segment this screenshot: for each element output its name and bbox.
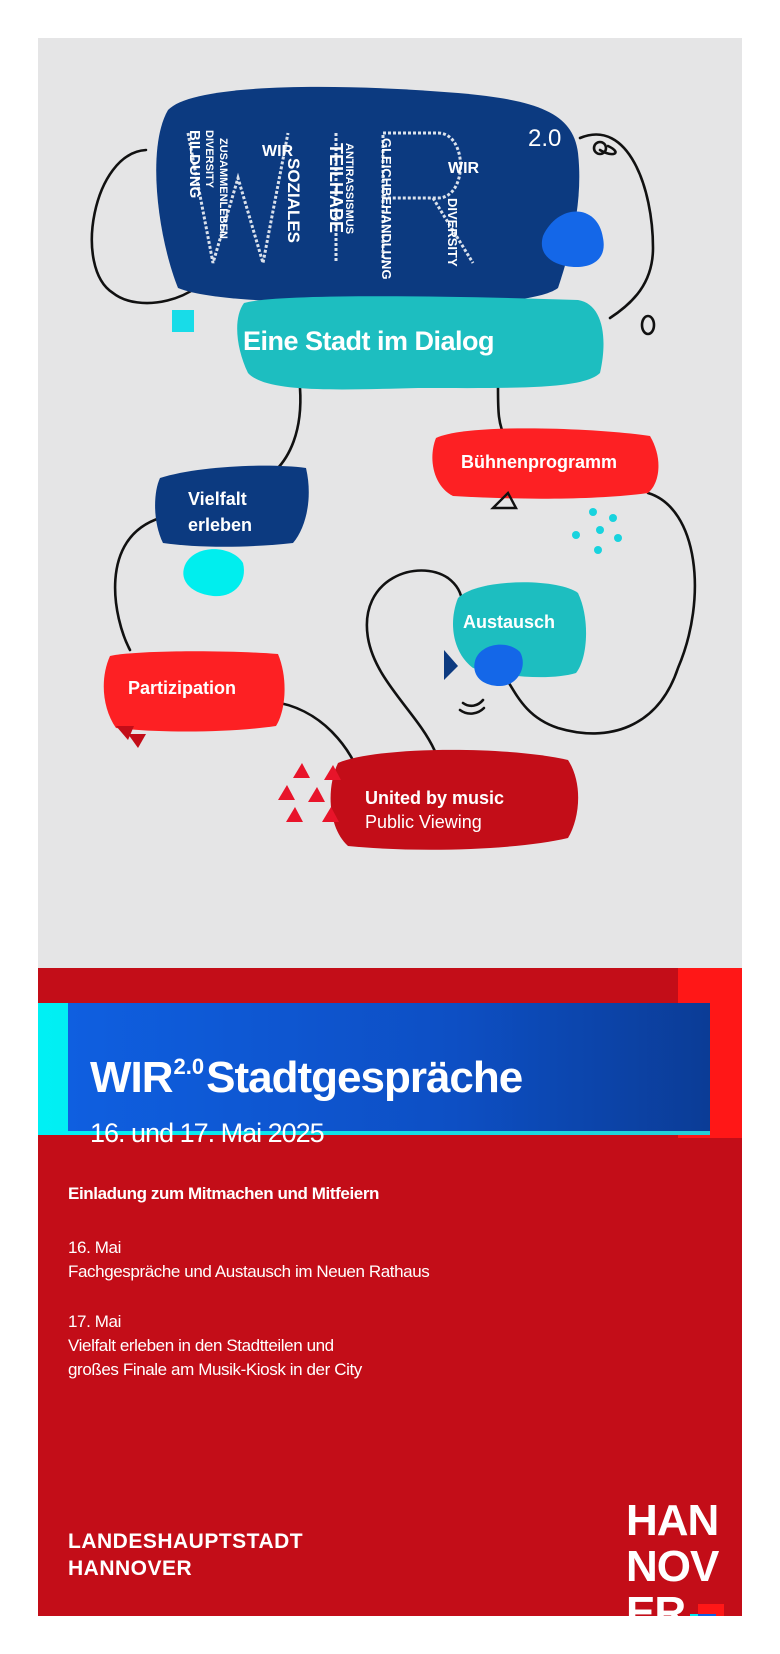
dialog-bubble-shape (237, 296, 604, 390)
cyan-square (172, 310, 194, 332)
word-zusammenleben: ZUSAMMENLEBEN (217, 138, 229, 239)
day1-date: 16. Mai (68, 1238, 121, 1257)
connector-lines (90, 133, 697, 800)
music-bubble-shape (330, 749, 579, 850)
word-diversity-2: DIVERSITY (445, 198, 460, 267)
line-right-top (578, 133, 655, 320)
diversity-bubble-label: Vielfalt erleben (188, 486, 252, 538)
banner-title-rest: Stadtgespräche (206, 1053, 523, 1102)
triangle (278, 785, 295, 800)
word-soziales: SOZIALES (284, 158, 303, 243)
exchange-blue-blob (474, 644, 523, 686)
stage-bubble-tail (490, 491, 518, 510)
participation-bubble-label: Partizipation (128, 678, 237, 698)
dot (614, 534, 622, 542)
logo-row-3: ER (626, 1588, 686, 1617)
invitation-text: Einladung zum Mitmachen und Mitfeiern (68, 1184, 380, 1203)
cyan-blob (183, 549, 244, 597)
blue-blob (541, 211, 604, 268)
diversity-bubble-shape (155, 465, 309, 547)
banner-title: WIR2.0Stadtgespräche (90, 1053, 523, 1103)
logo-square-red (698, 1604, 724, 1616)
stage-bubble-shape (432, 428, 659, 499)
dot (594, 546, 602, 554)
banner-dates: 16. und 17. Mai 2025 (90, 1118, 325, 1148)
day2-date: 17. Mai (68, 1312, 121, 1331)
city-brand-line2: HANNOVER (68, 1557, 193, 1580)
line-tick-2 (458, 706, 486, 715)
music-label-line1: United by music (365, 788, 505, 808)
line-dot-ring (592, 140, 608, 156)
day1-description: Fachgespräche und Austausch im Neuen Rat… (68, 1262, 430, 1281)
participation-bubble-tail (116, 726, 146, 748)
word-antirassismus: ANTIRASSISMUS (343, 143, 355, 234)
participation-bubble-shape (103, 651, 285, 732)
tail-tri (128, 734, 146, 748)
line-diversity-to-participation (113, 516, 162, 652)
dot (589, 508, 597, 516)
wir-letter-outlines (186, 131, 475, 264)
day2-description-line2: großes Finale am Musik-Kiosk in der City (68, 1360, 362, 1379)
line-tick-1 (461, 698, 485, 708)
hannover-logo: HAN NOV ER (626, 1498, 738, 1616)
city-brand-line1: LANDESHAUPTSTADT (68, 1530, 304, 1553)
wir-cloud-shape (156, 86, 580, 305)
logo-row-2: NOV (626, 1542, 719, 1591)
logo-row-1: HAN (626, 1496, 719, 1545)
letter-r-outline (381, 131, 475, 264)
word-gleichbehandlung: GLEICHBEHANDLUNG (379, 138, 394, 280)
city-brand: LANDESHAUPTSTADT HANNOVER (68, 1528, 303, 1582)
line-dialog-to-diversity (274, 386, 302, 472)
banner-title-main: WIR (90, 1053, 174, 1102)
dialog-bubble-label: Eine Stadt im Dialog (243, 326, 495, 356)
word-wir-small-2: WIR (448, 160, 480, 177)
line-left-loop (90, 148, 220, 305)
letter-w-outline (186, 132, 290, 264)
line-ring (640, 314, 656, 336)
music-label-line2: Public Viewing (365, 812, 482, 832)
diversity-label-line2: erleben (188, 515, 253, 535)
banner-title-sup: 2.0 (173, 1054, 205, 1079)
tail-tri (116, 726, 134, 740)
line-music-loop (365, 569, 464, 800)
exchange-bubble-label: Austausch (463, 612, 556, 632)
day2-description-line1: Vielfalt erleben in den Stadtteilen und (68, 1336, 334, 1355)
triangle (322, 807, 339, 822)
logo-square-mark (690, 1604, 724, 1616)
dot (572, 531, 580, 539)
music-bubble-label: United by music Public Viewing (365, 786, 504, 834)
dot (609, 514, 617, 522)
triangle (324, 765, 341, 780)
banner-blue-band (68, 1003, 710, 1131)
illustration: BILDUNG DIVERSITY ZUSAMMENLEBEN WIR SOZI… (90, 86, 697, 850)
logo-square-blue (698, 1614, 716, 1616)
diversity-label-line1: Vielfalt (188, 489, 247, 509)
triangle (308, 787, 325, 802)
wir-version-label: 2.0 (528, 125, 561, 152)
flyer-page: BILDUNG DIVERSITY ZUSAMMENLEBEN WIR SOZI… (38, 38, 742, 1616)
stage-bubble-label: Bühnenprogramm (461, 452, 618, 472)
triangle (293, 763, 310, 778)
dot (596, 526, 604, 534)
line-stage-loop (504, 491, 697, 735)
cyan-dots (572, 508, 622, 554)
navy-triangle (444, 650, 458, 680)
triangle (286, 807, 303, 822)
red-triangles (278, 763, 341, 822)
word-diversity: DIVERSITY (203, 130, 215, 189)
